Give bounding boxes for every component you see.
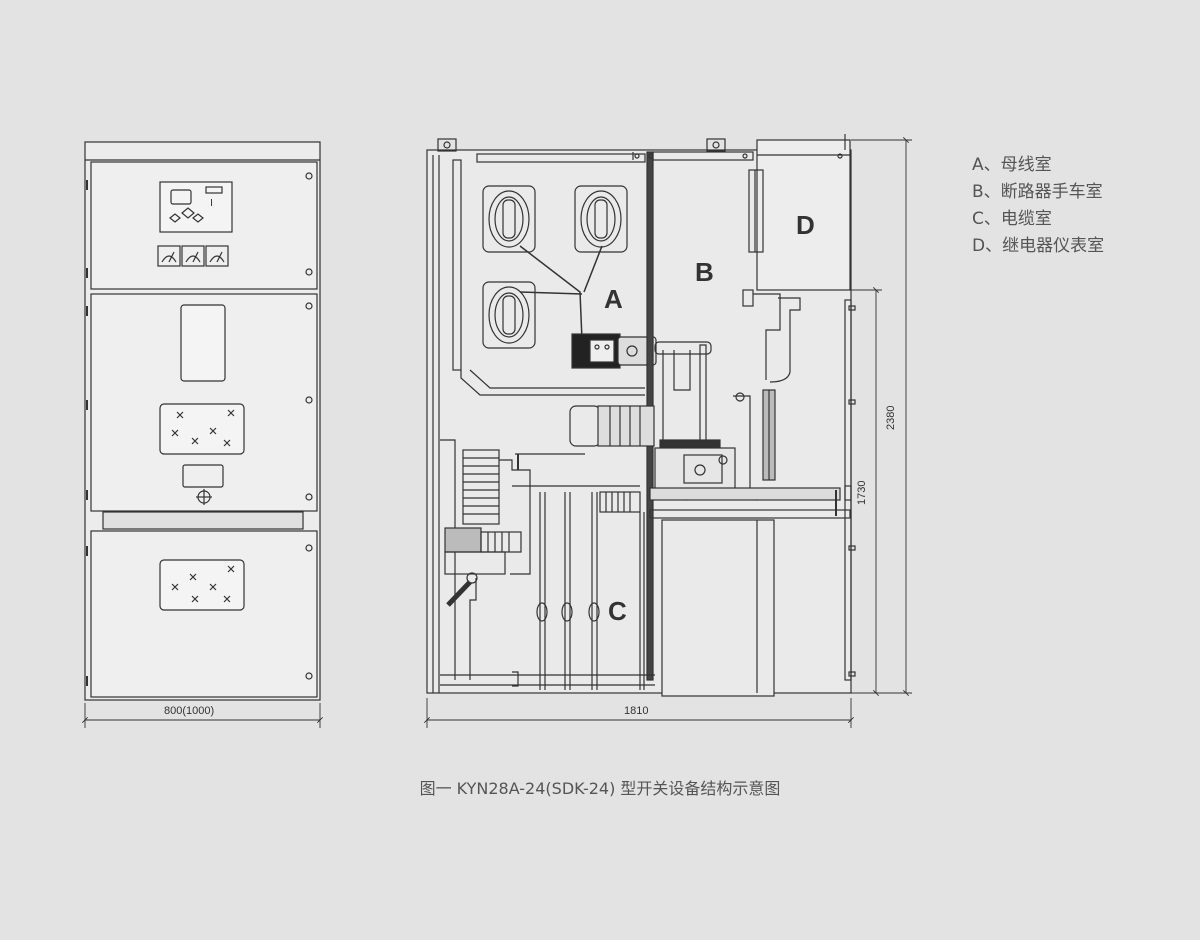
bushing-upper-right [574,185,628,253]
breaker-compartment [569,289,852,519]
cable-risers [536,492,645,690]
zone-label-d: D [796,210,815,240]
zone-label-a: A [604,284,623,314]
dimension-height-lower: 1730 [856,480,868,505]
svg-text:I: I [210,198,213,209]
figure-caption: 图一 KYN28A-24(SDK-24) 型开关设备结构示意图 [419,779,781,798]
legend-item-b: B、断路器手车室 [972,182,1103,202]
cable-compartment [440,439,655,690]
dimension-front-width: 800(1000) [164,705,215,717]
side-dimensions [423,136,912,728]
legend-item-d: D、继电器仪表室 [972,236,1105,256]
lifting-lug-left [437,138,457,152]
relay-compartment [748,134,851,291]
front-lower-door [90,530,318,698]
legend: A、母线室 B、断路器手车室 C、电缆室 D、继电器仪表室 [972,152,1104,260]
front-view: I [81,141,324,728]
zone-label-c: C [608,596,627,626]
front-upper-door: I [90,161,318,290]
legend-item-a: A、母线室 [972,155,1052,175]
bushing-lower-left [482,281,536,349]
front-gap-plate [102,511,304,530]
dimension-height-total: 2380 [885,405,897,430]
bushing-upper-left [482,185,536,253]
front-middle-door [90,293,318,512]
lower-compartment [661,299,856,697]
side-view [423,134,912,728]
lifting-lug-right [706,138,726,152]
zone-label-b: B [695,257,714,287]
legend-item-c: C、电缆室 [972,209,1052,229]
dimension-side-depth: 1810 [624,705,649,717]
front-width-dimension [81,703,324,728]
